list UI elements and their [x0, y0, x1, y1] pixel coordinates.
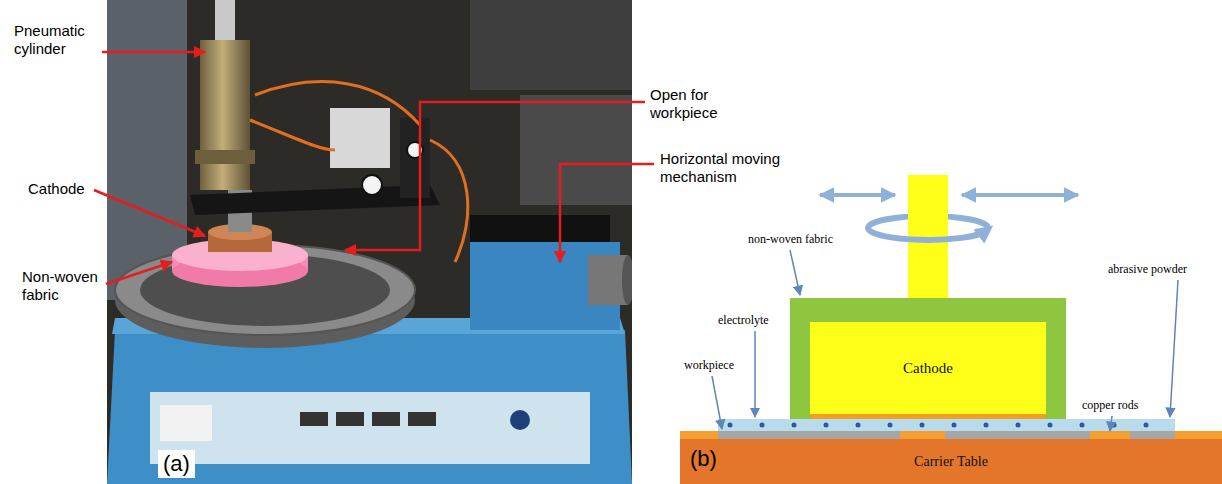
- shelf: [470, 0, 632, 90]
- panel-display: [408, 412, 436, 426]
- part-label: Non-woven fabric: [22, 268, 106, 304]
- leader-line: [102, 51, 205, 54]
- leader-line: [790, 250, 800, 295]
- callout-label: electrolyte: [718, 313, 769, 327]
- electrolyte-layer: [718, 419, 1175, 431]
- panel-display: [300, 412, 328, 426]
- panel-letter: (b): [690, 446, 717, 472]
- node-label: Carrier Table: [914, 454, 988, 470]
- workpiece: [1130, 431, 1175, 439]
- leader-lines-a: [94, 52, 654, 284]
- motor-cap: [622, 255, 632, 305]
- shelf: [520, 95, 632, 205]
- pressure-gauge: [362, 175, 382, 195]
- air-tube: [250, 120, 335, 150]
- panel-display: [372, 412, 400, 426]
- air-tube: [255, 82, 420, 125]
- copper-rod-strip: [680, 431, 1222, 439]
- leader-line: [94, 190, 205, 236]
- motion-arrow: [820, 193, 895, 197]
- leader-line: [345, 102, 645, 250]
- motion-arrow: [962, 193, 1078, 197]
- leader-line: [106, 262, 172, 284]
- non-woven-fabric: [790, 298, 1066, 423]
- workpiece: [945, 431, 1090, 439]
- callout-label: copper rods: [1082, 398, 1138, 412]
- panel-letter: (a): [158, 450, 195, 478]
- leader-line: [560, 164, 654, 262]
- leader-line: [1110, 416, 1112, 431]
- callout-label: abrasive powder: [1108, 262, 1187, 276]
- callout-label: non-woven fabric: [748, 232, 833, 246]
- machine-base: [107, 330, 632, 484]
- workpiece-opening: [470, 215, 610, 245]
- cylinder-collar: [195, 150, 255, 164]
- leader-lines-b: [712, 250, 1178, 431]
- photo-background: [107, 0, 632, 484]
- part-label: Pneumatic cylinder: [14, 22, 100, 58]
- leader-line: [712, 376, 722, 429]
- pneumatic-cylinder: [200, 40, 250, 190]
- panel-display: [336, 412, 364, 426]
- workpiece: [718, 431, 900, 439]
- panel-knob: [510, 410, 530, 430]
- cathode-body: Cathode: [810, 322, 1046, 414]
- cathode-base-layer: [810, 414, 1046, 419]
- rotation-arrow: [868, 228, 986, 240]
- piston-rod: [215, 0, 235, 42]
- node-label: Cathode: [903, 360, 953, 377]
- callout-label: workpiece: [684, 358, 734, 372]
- valve-column: [400, 118, 430, 198]
- part-label: Open for workpiece: [650, 86, 770, 122]
- front-panel: [150, 392, 590, 464]
- schematic-b: [680, 175, 1222, 439]
- panel-sticker: [160, 405, 212, 441]
- air-tube: [430, 140, 468, 262]
- carrier-table: Carrier Table: [680, 439, 1222, 484]
- leader-line: [754, 331, 756, 417]
- machine-photo: [107, 0, 632, 484]
- part-label: Cathode: [28, 180, 98, 198]
- leader-line: [1170, 280, 1178, 417]
- abrasive-particles: [728, 423, 1149, 428]
- part-label: Horizontal moving mechanism: [660, 150, 820, 186]
- motor-box: [330, 108, 390, 168]
